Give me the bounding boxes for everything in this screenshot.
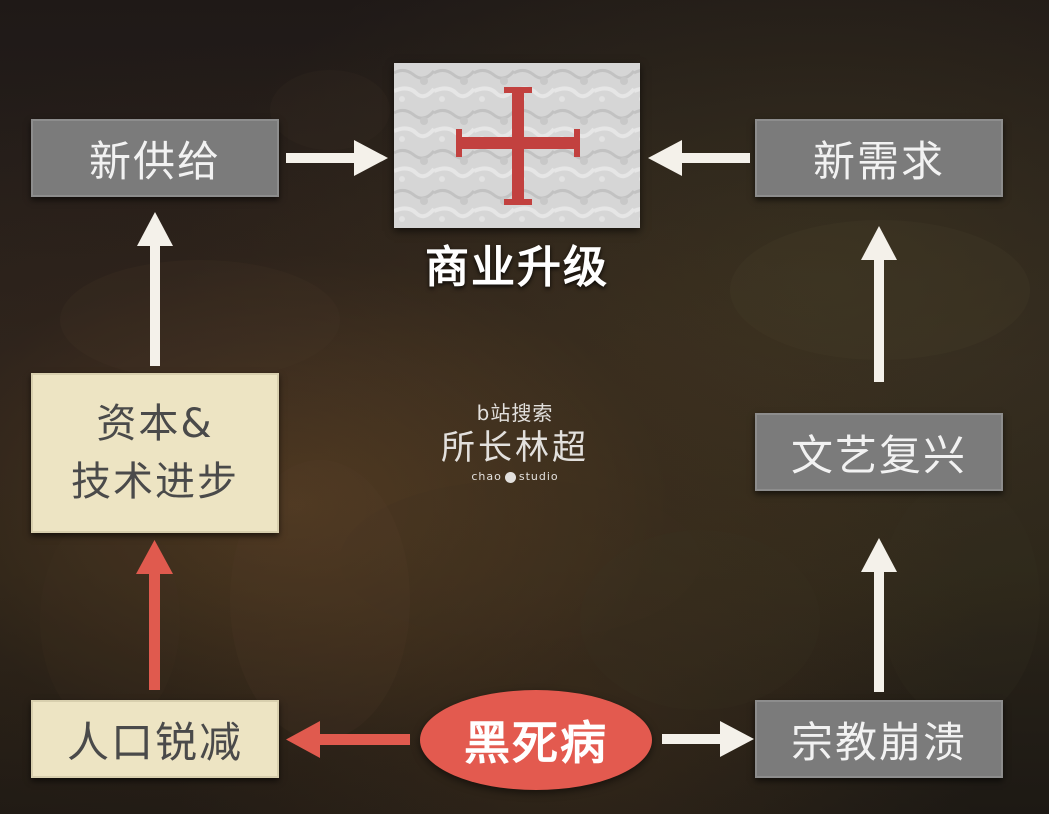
black-death-label: 黑死病 [464,716,608,770]
watermark-search-text: b站搜索 [476,401,554,425]
arrow-religion-to-renaissance [861,538,897,692]
capital-tech-label: 资本& 技术进步 [71,401,239,505]
watermark-name: 所长林超 [441,428,589,468]
arrow-capital-to-supply [137,212,173,366]
new-demand-label: 新需求 [812,136,945,186]
capital-tech-box: 资本& 技术进步 [31,373,279,533]
arrow-renaissance-to-demand [861,226,897,382]
commerce-upgrade-title: 商业升级 [425,242,609,293]
new-supply-box: 新供给 [31,119,279,197]
black-death-ellipse: 黑死病 [420,690,652,790]
commerce-emblem [394,63,640,228]
watermark-logo-icon [504,471,516,483]
population-drop-label: 人口锐减 [66,717,243,767]
religion-collapse-label: 宗教崩溃 [790,717,967,767]
red-cross-icon [394,63,640,228]
population-drop-box: 人口锐减 [31,700,279,778]
arrow-supply-to-upgrade [286,140,388,176]
religion-collapse-box: 宗教崩溃 [755,700,1003,778]
watermark-studio-right: studio [518,470,559,483]
watermark-studio-left: chao [471,470,502,483]
renaissance-box: 文艺复兴 [755,413,1003,491]
arrow-plague-to-population [286,721,410,758]
watermark: b站搜索 所长林超 chao studio [410,400,620,500]
arrow-plague-to-religion [662,721,754,757]
arrow-demand-to-upgrade [648,140,750,176]
renaissance-label: 文艺复兴 [790,430,967,480]
arrow-population-to-capital [136,540,173,690]
new-demand-box: 新需求 [755,119,1003,197]
watermark-studio: chao studio [410,470,620,484]
new-supply-label: 新供给 [88,136,221,186]
